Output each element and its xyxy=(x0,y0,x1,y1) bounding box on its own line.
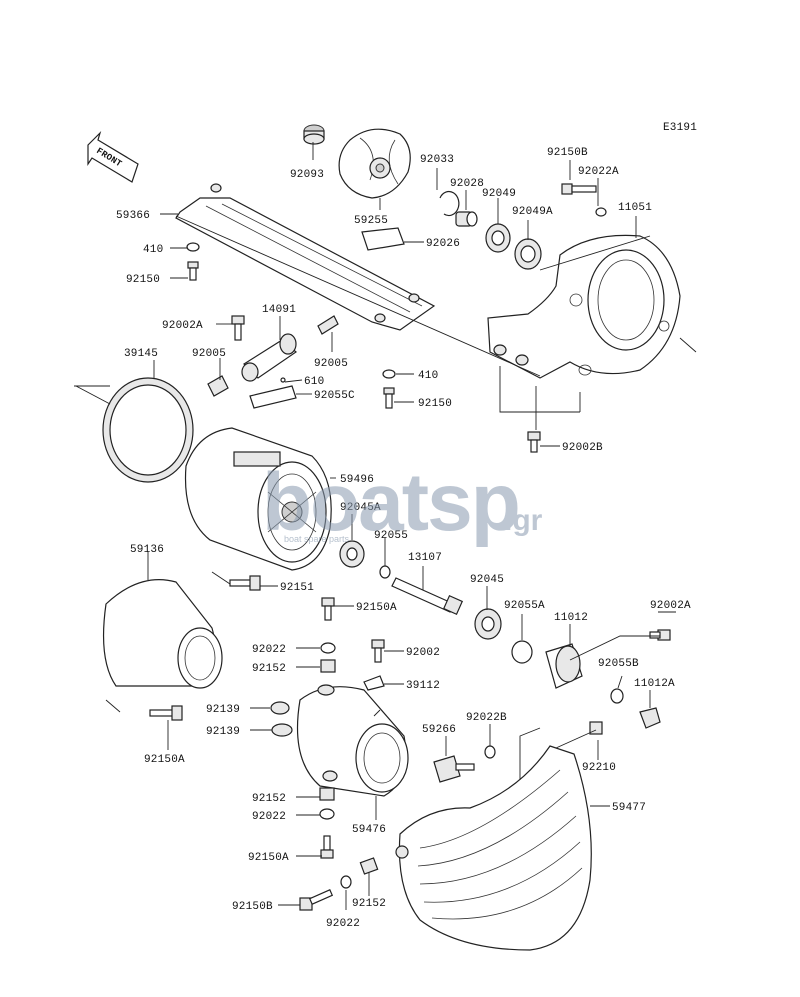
part-label: 92045A xyxy=(340,502,381,514)
part-label: 92150A xyxy=(248,852,289,864)
bolt-part-icon xyxy=(149,705,183,721)
part-label: 13107 xyxy=(408,552,442,564)
part-label: 92005 xyxy=(314,358,348,370)
pump-body-part-icon xyxy=(184,427,332,571)
part-label: 92002A xyxy=(650,600,691,612)
reverse-bucket-part-icon xyxy=(395,745,592,951)
part-label: 92002B xyxy=(562,442,603,454)
part-label: 92152 xyxy=(352,898,386,910)
part-label: 59496 xyxy=(340,474,374,486)
bolt-part-icon xyxy=(382,369,541,453)
part-label: 92139 xyxy=(206,704,240,716)
part-label: 59366 xyxy=(116,210,150,222)
bolt-part-icon xyxy=(561,183,607,217)
part-labels: 92093 59255 92033 92028 92049 92049A 921… xyxy=(116,147,691,930)
svg-text:.gr: .gr xyxy=(504,504,543,537)
part-label: 92139 xyxy=(206,726,240,738)
part-label: 92049 xyxy=(482,188,516,200)
shaft-part-icon xyxy=(339,540,464,616)
svg-text:boat spare parts: boat spare parts xyxy=(284,534,350,544)
part-label: 14091 xyxy=(262,304,296,316)
bearing-part-icon xyxy=(474,608,533,664)
steering-nozzle-part-icon xyxy=(296,684,409,797)
part-label: 59136 xyxy=(130,544,164,556)
part-label: 92150 xyxy=(418,398,452,410)
part-label: 92055A xyxy=(504,600,545,612)
part-label: 92045 xyxy=(470,574,504,586)
nozzle-part-icon xyxy=(102,579,223,689)
bolt-part-icon xyxy=(299,857,379,911)
ride-plate-part-icon xyxy=(175,183,436,331)
diagram-code: E3191 xyxy=(663,122,697,134)
part-label: 92049A xyxy=(512,206,553,218)
part-label: 92055B xyxy=(598,658,639,670)
part-label: 39112 xyxy=(406,680,440,692)
part-label: 92055 xyxy=(374,530,408,542)
bolt-stack-part-icon xyxy=(319,787,335,859)
part-label: 39145 xyxy=(124,348,158,360)
part-label: 11012 xyxy=(554,612,588,624)
watermark: boatsp .gr boat spare parts xyxy=(262,457,543,548)
part-label: 92028 xyxy=(450,178,484,190)
part-label: 92022 xyxy=(326,918,360,930)
circlip-part-icon xyxy=(439,190,460,217)
valve-part-icon xyxy=(207,315,339,409)
part-label: 92022B xyxy=(466,712,507,724)
part-label: 410 xyxy=(143,244,163,256)
svg-text:boatsp: boatsp xyxy=(262,457,519,548)
part-label: 92033 xyxy=(420,154,454,166)
part-label: 92152 xyxy=(252,663,286,675)
part-label: 610 xyxy=(304,376,324,388)
cap-part-icon xyxy=(545,629,671,729)
impeller-part-icon xyxy=(338,128,411,199)
part-label: 92002A xyxy=(162,320,203,332)
part-label: 92022 xyxy=(252,644,286,656)
ring-part-icon xyxy=(102,377,194,483)
part-label: 92022A xyxy=(578,166,619,178)
grommet-part-icon xyxy=(270,701,293,737)
part-label: 92150A xyxy=(356,602,397,614)
part-label: 59477 xyxy=(612,802,646,814)
part-label: 92152 xyxy=(252,793,286,805)
seal-part-icon xyxy=(485,223,542,270)
part-label: 92005 xyxy=(192,348,226,360)
part-label: 92002 xyxy=(406,647,440,659)
bracket-part-icon xyxy=(361,227,405,251)
part-label: 11012A xyxy=(634,678,675,690)
bolt-part-icon xyxy=(229,575,261,591)
part-label: 92026 xyxy=(426,238,460,250)
part-label: 92150B xyxy=(547,147,588,159)
part-label: 11051 xyxy=(618,202,652,214)
fitting-part-icon xyxy=(433,721,603,783)
part-label: 92150 xyxy=(126,274,160,286)
leader-lines xyxy=(74,142,697,910)
part-label: 92093 xyxy=(290,169,324,181)
cap-part-icon xyxy=(303,124,325,145)
part-label: 410 xyxy=(418,370,438,382)
part-label: 92210 xyxy=(582,762,616,774)
part-label: 92150B xyxy=(232,901,273,913)
part-label: 59476 xyxy=(352,824,386,836)
part-label: 92151 xyxy=(280,582,314,594)
part-label: 92022 xyxy=(252,811,286,823)
part-label: 59266 xyxy=(422,724,456,736)
part-label: 92055C xyxy=(314,390,355,402)
washer-part-icon xyxy=(186,242,200,281)
lever-part-icon xyxy=(363,639,385,691)
bushing-part-icon xyxy=(455,211,478,227)
bolt-stack-part-icon xyxy=(320,597,336,673)
part-label: 59255 xyxy=(354,215,388,227)
front-arrow-icon: FRONT xyxy=(87,130,139,183)
part-label: 92150A xyxy=(144,754,185,766)
pump-housing-part-icon xyxy=(487,234,681,379)
